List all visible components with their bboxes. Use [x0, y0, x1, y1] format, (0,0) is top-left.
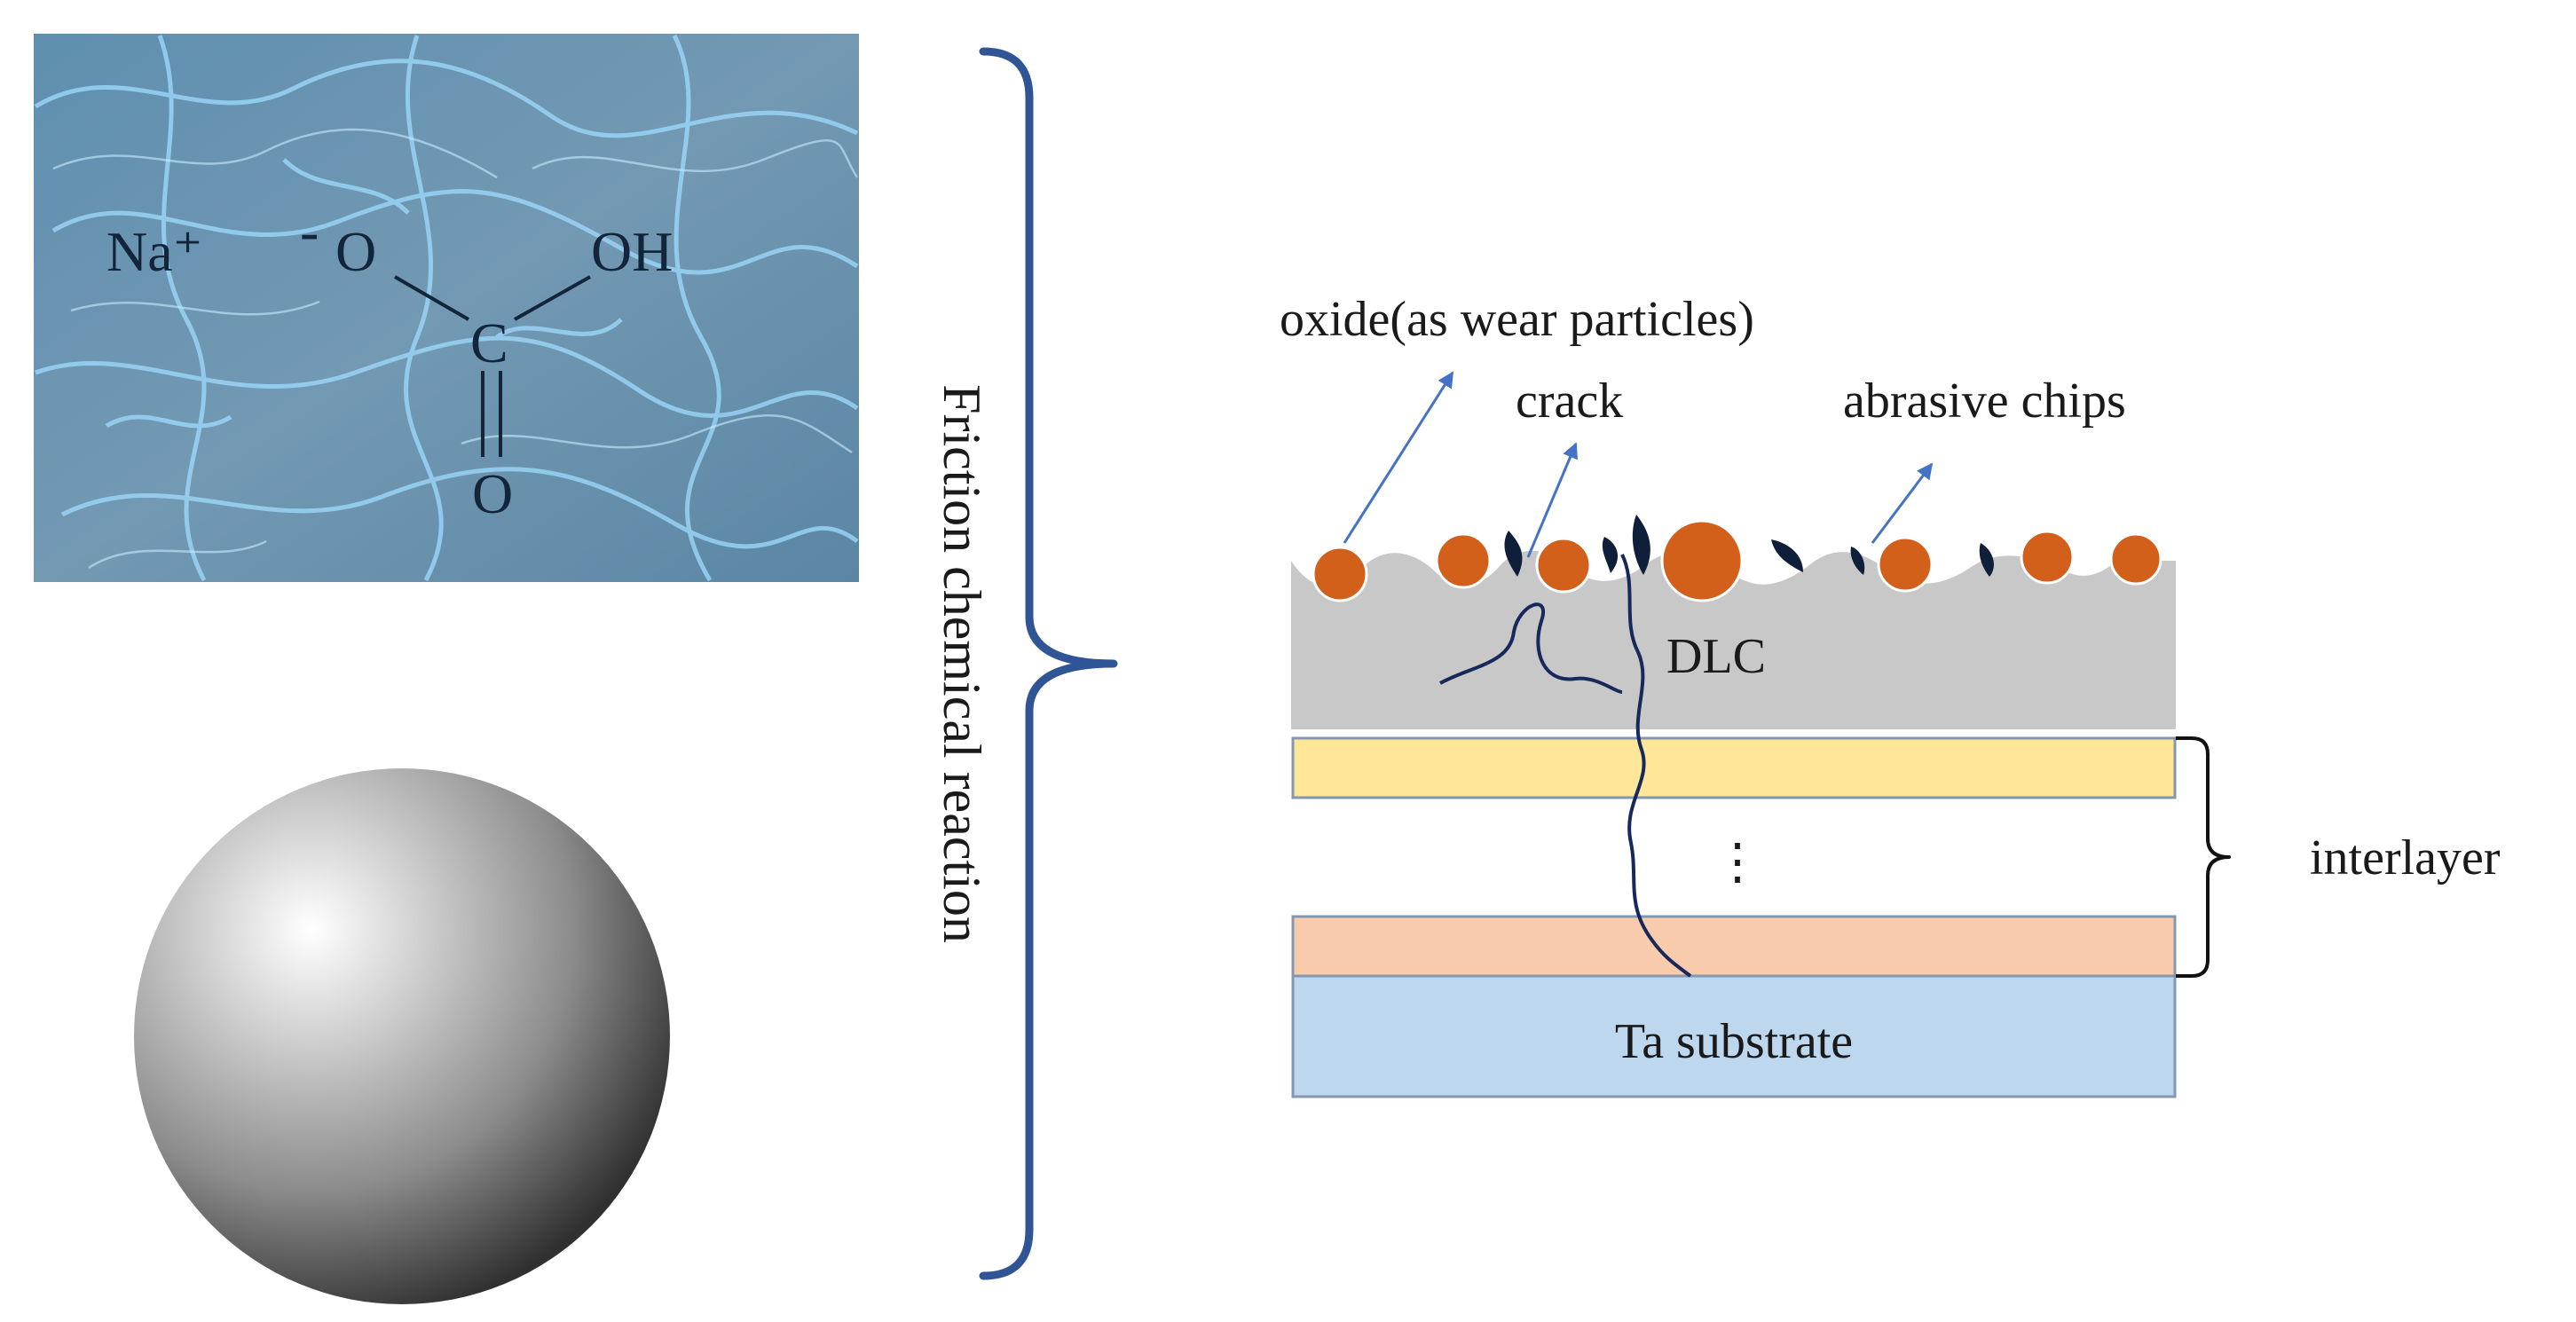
- oxide-particles: [1312, 519, 2162, 602]
- interlayer-peach: [1291, 915, 2177, 978]
- carbon-label: C: [470, 311, 508, 374]
- oxide-particle: [1435, 532, 1492, 589]
- hydroxyl-label: OH: [591, 220, 673, 283]
- abrasive-chips: [1504, 515, 1994, 577]
- interlayer-label: interlayer: [2310, 830, 2501, 885]
- abrasive-chip: [1602, 537, 1619, 573]
- through-crack: [1620, 554, 1692, 978]
- oxide-particle: [1877, 536, 1934, 593]
- oxide-particle: [1312, 546, 1368, 602]
- reaction-label: Friction chemical reaction: [933, 384, 991, 943]
- abrasive-chip: [1850, 547, 1865, 575]
- water-caustics-fine: [52, 128, 859, 570]
- bicarbonate-bonds: [393, 275, 591, 457]
- abrasive-chip: [1979, 543, 1994, 577]
- interlayer-yellow: [1291, 736, 2177, 799]
- branch-crack: [1439, 602, 1623, 694]
- abrasive-chip: [1504, 531, 1523, 577]
- oxide-arrow: [1343, 371, 1454, 544]
- coating-cross-section: oxide(as wear particles) crack abrasive …: [1280, 292, 2501, 1098]
- anion-charge-label: -: [300, 200, 319, 263]
- pointer-arrows: [1343, 371, 1934, 558]
- abrasive-chip: [1771, 539, 1803, 572]
- reaction-curly-brace: [979, 47, 1118, 1280]
- bond-o-c: [393, 275, 470, 321]
- cracks: [1439, 554, 1692, 978]
- bond-c-oh: [514, 275, 591, 321]
- interlayer-ellipsis: ⋮: [1713, 835, 1762, 890]
- dlc-layer: [1291, 550, 2176, 729]
- interlayer-bracket: [2176, 736, 2231, 978]
- oxide-particle: [2109, 532, 2162, 586]
- water-caustics: [34, 34, 859, 582]
- anion-oxygen-label: O: [335, 220, 376, 283]
- chips-arrow: [1871, 462, 1934, 544]
- counter-ball-sphere: [134, 768, 670, 1304]
- abrasive-chip: [1632, 515, 1650, 575]
- sodium-ion-label: Na⁺: [106, 220, 202, 283]
- carbonyl-oxygen-label: O: [472, 462, 513, 525]
- substrate-label: Ta substrate: [1615, 1014, 1853, 1069]
- crack-label: crack: [1516, 374, 1623, 429]
- dlc-label: DLC: [1666, 629, 1766, 684]
- oxide-particle: [1535, 537, 1592, 594]
- abrasive-chips-label: abrasive chips: [1843, 374, 2126, 429]
- bicarbonate-solution-panel: Na⁺ - O OH C O: [34, 34, 859, 582]
- oxide-particle: [1660, 519, 1744, 602]
- oxide-label: oxide(as wear particles): [1280, 292, 1754, 347]
- ta-substrate: [1291, 974, 2177, 1098]
- crack-arrow: [1526, 442, 1578, 558]
- oxide-particle: [2020, 530, 2075, 585]
